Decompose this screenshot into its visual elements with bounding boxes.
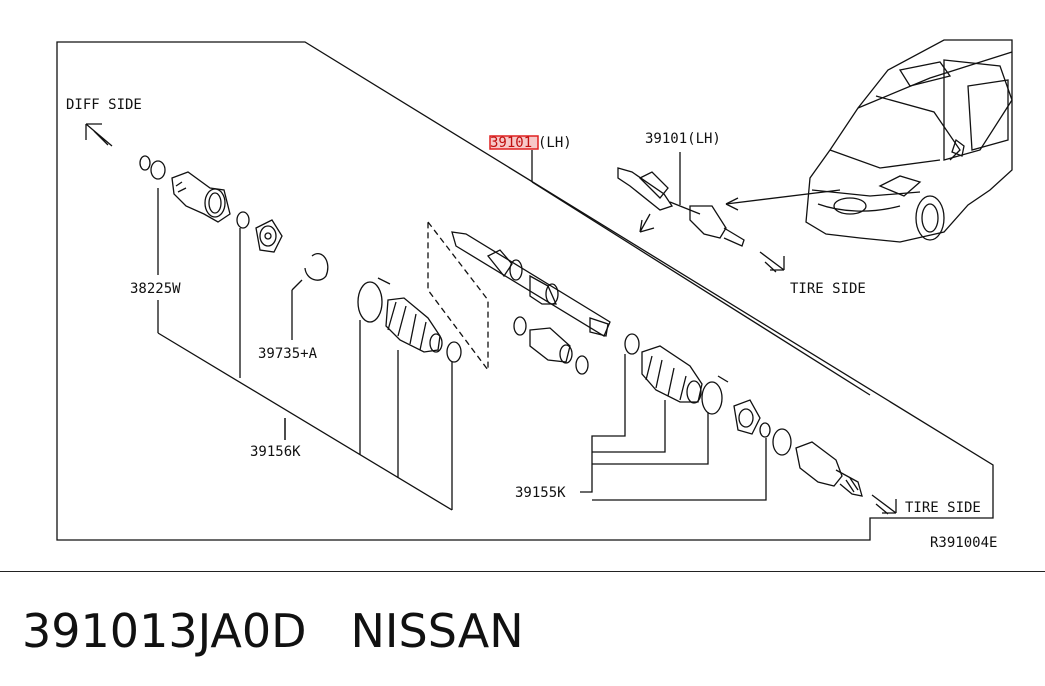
tire-side-label-bottom: TIRE SIDE — [905, 500, 981, 516]
boot-outer-right — [641, 345, 703, 404]
drive-shaft-exploded-view: DIFF SIDE TIRE SIDE TIRE SIDE 38225W 397… — [56, 39, 1013, 551]
boot-inner — [385, 297, 443, 353]
boot-band-right-small — [624, 333, 640, 355]
shaft-dashed-box — [427, 220, 489, 372]
tire-side-arrow-icon — [759, 251, 785, 273]
tire-side-arrow-bottom-icon — [871, 494, 897, 515]
spider-assembly — [255, 219, 283, 253]
brand-name: NISSAN — [350, 604, 524, 658]
outer-spider — [733, 399, 761, 435]
outer-snap-ring — [759, 422, 771, 438]
caption-divider — [0, 571, 1045, 572]
highlight-box — [489, 135, 539, 150]
part-label-lh-suffix: (LH) — [538, 135, 572, 151]
boot-band-large — [357, 277, 391, 323]
damper-ring-right — [575, 355, 589, 375]
dynamic-damper — [529, 327, 573, 364]
tire-side-label-top: TIRE SIDE — [790, 281, 866, 297]
part-label-39101-lh: 39101(LH) — [645, 131, 721, 147]
diagram-frame — [56, 41, 994, 541]
damper-ring-left — [513, 316, 527, 336]
diff-side-label: DIFF SIDE — [66, 97, 142, 113]
part-label-39155k: 39155K — [515, 485, 566, 501]
part-label-38225w: 38225W — [130, 281, 181, 297]
part-number: 391013JA0D — [22, 604, 307, 658]
part-label-39156k: 39156K — [250, 444, 301, 460]
circlip-38225w — [139, 155, 166, 180]
shaft-assembly-thumbnail — [617, 152, 841, 247]
boot-band-right-large — [701, 375, 729, 415]
parts-diagram: DIFF SIDE TIRE SIDE TIRE SIDE 38225W 397… — [56, 39, 1013, 551]
diff-side-arrow-icon — [85, 123, 113, 147]
part-label-39735a: 39735+A — [258, 346, 318, 362]
caption-bar: 391013JA0D NISSAN — [22, 596, 524, 666]
snap-ring — [236, 211, 250, 229]
retaining-ring-39735 — [304, 253, 329, 281]
vehicle-illustration — [805, 39, 1013, 243]
part-label-39101-highlighted: 39101 — [490, 135, 532, 151]
outer-joint-housing — [772, 428, 863, 497]
diagram-reference: R391004E — [930, 535, 997, 551]
inner-joint-housing — [171, 171, 231, 223]
boot-band-small — [446, 341, 462, 363]
drive-shaft-bar — [451, 231, 611, 337]
